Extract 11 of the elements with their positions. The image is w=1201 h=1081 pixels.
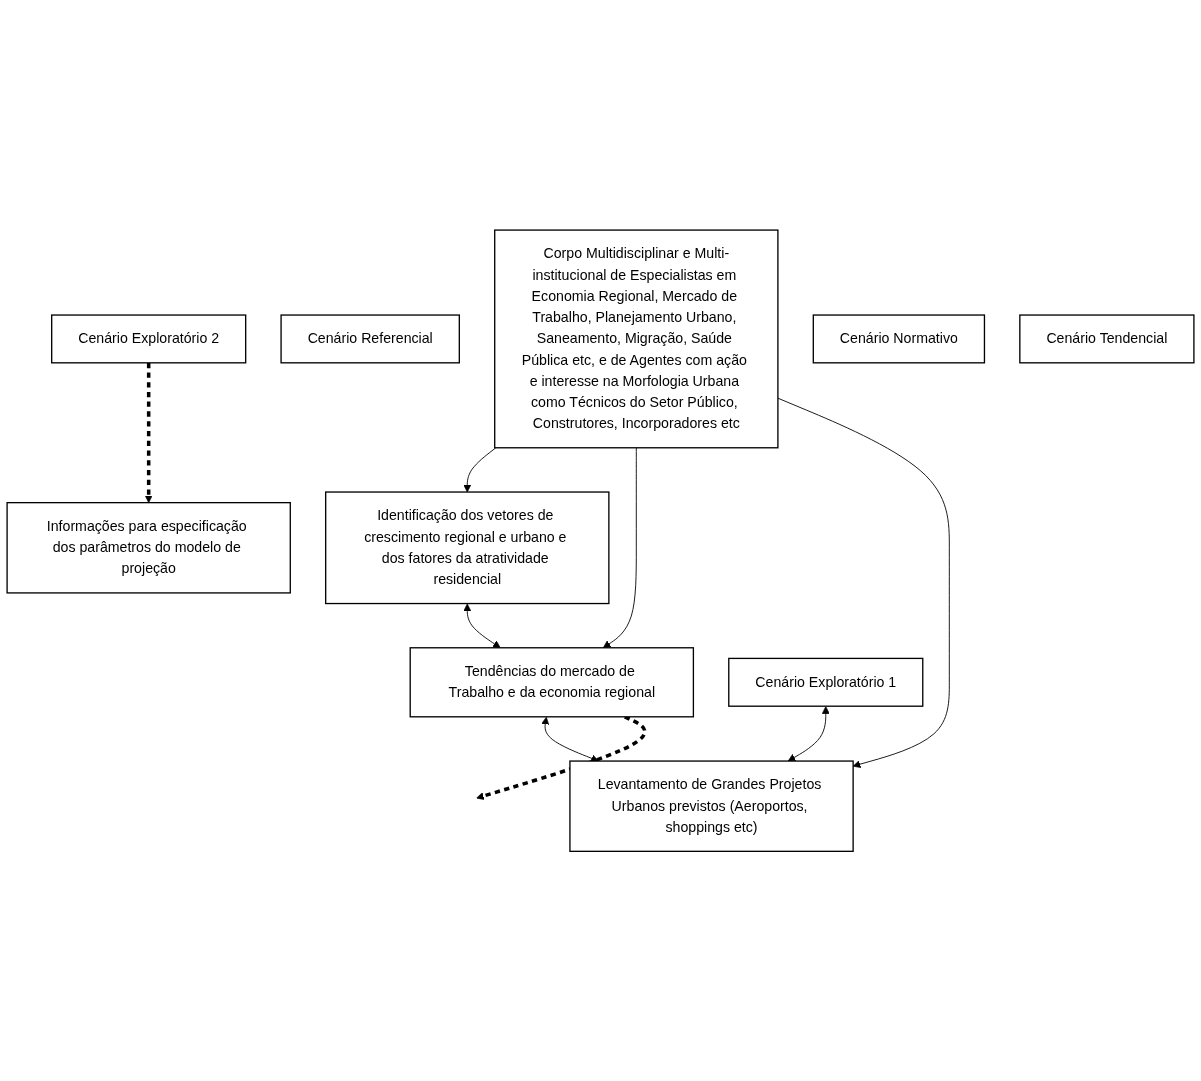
node-box: Levantamento de Grandes Projetos Urbanos previstos (Aeroportos, shoppings etc) (569, 760, 854, 852)
node-box: Corpo Multidisciplinar e Multi-institucional de Especialistas em Economia Regional, Mercado de Trabalho, Planejamento Urbano, Saneamento, Migração, Saúde Pública etc, e de Agentes com ação e interesse na Morfologia Urbana como Técnicos do Setor Público, Construtores, Incorporadores etc (494, 229, 779, 449)
node-box: Cenário Exploratório 1 (728, 657, 924, 707)
arrow (144, 362, 153, 503)
node-box: Tendências do mercado de Trabalho e da economia regional (409, 646, 695, 718)
node-box: Cenário Exploratório 2 (51, 314, 247, 364)
node-box: Identificação dos vetores de crescimento regional e urbano e dos fatores da atratividade residencial (325, 491, 610, 604)
node-box: Informações para especificação dos parâmetros do modelo de projeção (6, 501, 291, 594)
node-box: Cenário Normativo (812, 314, 986, 364)
node-box: Cenário Tendencial (1019, 314, 1195, 364)
node-box: Cenário Referencial (280, 314, 460, 364)
